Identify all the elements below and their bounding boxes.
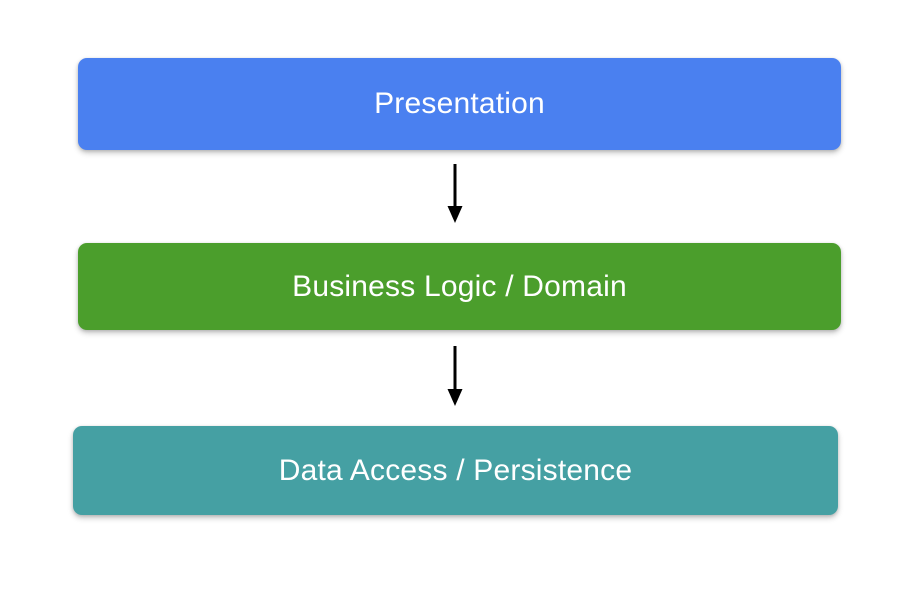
layer-box-data-access[interactable]: Data Access / Persistence xyxy=(73,426,838,515)
layer-box-presentation[interactable]: Presentation xyxy=(78,58,841,150)
layer-label-business-logic: Business Logic / Domain xyxy=(292,269,627,303)
down-arrow-icon xyxy=(440,346,470,407)
down-arrow-icon xyxy=(440,164,470,224)
layer-label-data-access: Data Access / Persistence xyxy=(278,453,633,487)
layer-label-presentation: Presentation xyxy=(374,87,545,120)
layer-box-business-logic[interactable]: Business Logic / Domain xyxy=(78,243,841,330)
